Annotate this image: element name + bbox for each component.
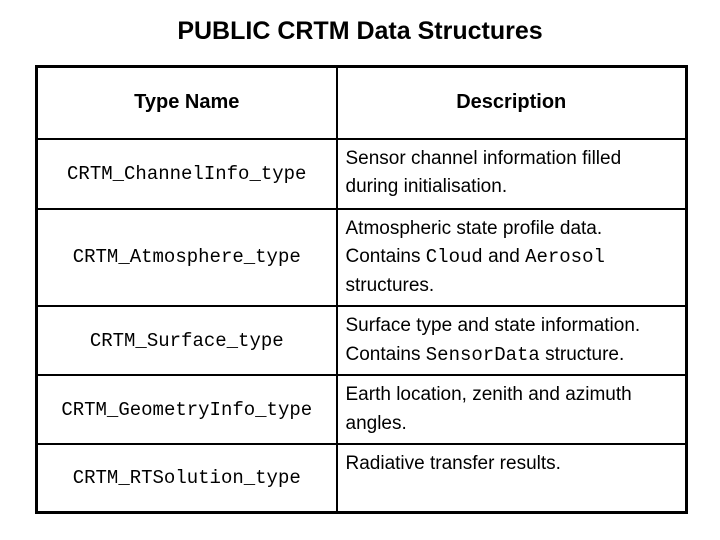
description-cell: Atmospheric state profile data. Contains…	[335, 207, 688, 307]
slide-title: PUBLIC CRTM Data Structures	[177, 17, 543, 45]
inline-code: SensorData	[425, 343, 540, 366]
type-name-cell: CRTM_Atmosphere_type	[35, 207, 338, 307]
inline-code: Cloud	[425, 246, 483, 268]
inline-code: Aerosol	[525, 246, 605, 268]
type-name-cell: CRTM_GeometryInfo_type	[35, 374, 338, 445]
data-structures-table: Type Name Description CRTM_ChannelInfo_t…	[35, 65, 688, 514]
column-header-type-name: Type Name	[35, 65, 338, 140]
column-header-description: Description	[335, 65, 688, 140]
description-cell: Surface type and state information. Cont…	[335, 305, 688, 376]
description-cell: Radiative transfer results.	[335, 443, 688, 513]
description-cell: Sensor channel information filled during…	[335, 137, 688, 210]
type-name-cell: CRTM_RTSolution_type	[35, 443, 338, 513]
type-name-cell: CRTM_ChannelInfo_type	[35, 137, 338, 210]
table-header: Type Name Description	[35, 65, 688, 140]
type-name-cell: CRTM_Surface_type	[35, 305, 338, 376]
description-cell: Earth location, zenith and azimuth angle…	[335, 374, 688, 445]
header-row: Type Name Description	[35, 65, 688, 140]
